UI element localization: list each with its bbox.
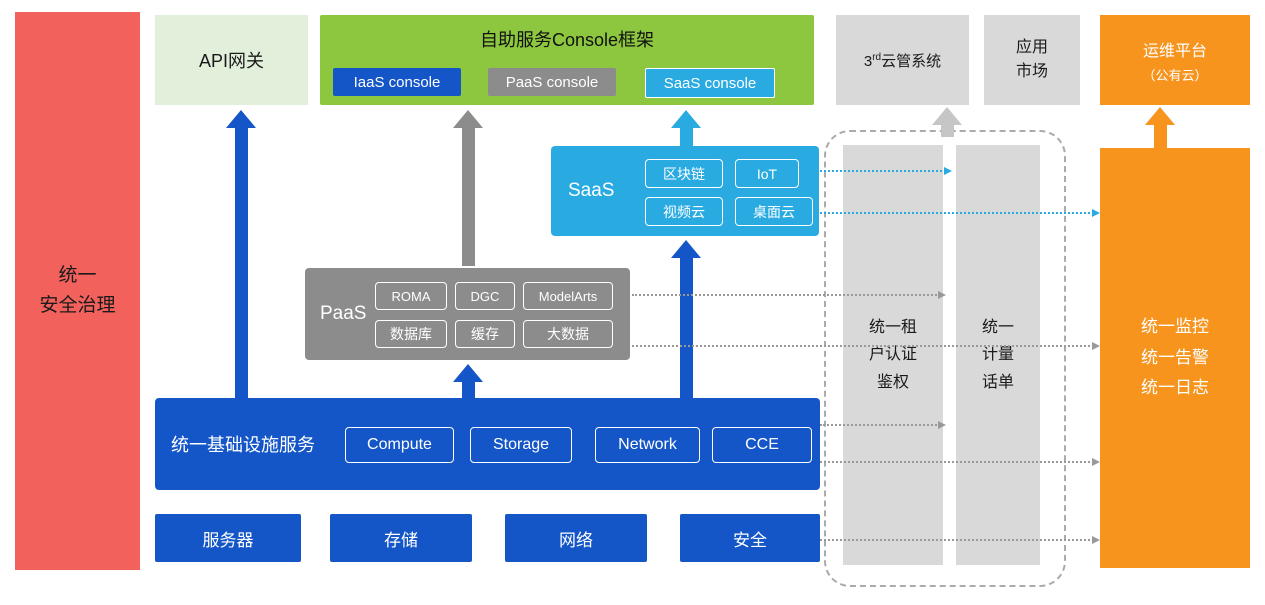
- connector-saas-to-monitor: [820, 209, 1100, 217]
- arrow-up-to-om-platform-icon: [1145, 107, 1175, 148]
- arrow-head: [932, 107, 962, 125]
- arrow-right-icon: [1092, 209, 1100, 217]
- arrow-right-icon: [1092, 342, 1100, 350]
- iaas-box: 统一基础设施服务 Compute Storage Network CCE: [155, 398, 820, 490]
- app-market-box: 应用 市场: [984, 15, 1080, 105]
- saas-item-iot: IoT: [735, 159, 799, 188]
- hardware-box-network: 网络: [505, 514, 647, 562]
- paas-item-cache: 缓存: [455, 320, 515, 348]
- arrow-head: [453, 110, 483, 128]
- om-platform-box: 运维平台 （公有云）: [1100, 15, 1250, 105]
- arrow-up-saas-to-console-icon: [671, 110, 701, 146]
- paas-box: PaaS ROMA DGC ModelArts 数据库 缓存 大数据: [305, 268, 630, 360]
- arrow-shaft: [679, 128, 693, 146]
- arrow-shaft: [1153, 125, 1167, 148]
- connector-iaas-to-monitor: [820, 458, 1100, 466]
- third-party-cloud-box: 3rd云管系统: [836, 15, 969, 105]
- arrow-up-iaas-to-api-gateway-icon: [226, 110, 256, 398]
- om-platform-subtitle: （公有云）: [1142, 67, 1208, 83]
- iaas-item-cce: CCE: [712, 427, 812, 463]
- arrow-right-icon: [938, 291, 946, 299]
- paas-item-bigdata: 大数据: [523, 320, 613, 348]
- arrow-shaft: [940, 125, 954, 137]
- paas-console-chip: PaaS console: [488, 68, 616, 96]
- iaas-console-chip: IaaS console: [333, 68, 461, 96]
- arrow-up-paas-to-console-icon: [453, 110, 483, 266]
- saas-console-chip: SaaS console: [645, 68, 775, 98]
- saas-item-blockchain: 区块链: [645, 159, 723, 188]
- metering-bar: 统一 计量 话单: [956, 145, 1040, 565]
- arrow-shaft: [461, 128, 475, 266]
- paas-title: PaaS: [320, 303, 367, 324]
- arrow-shaft: [461, 382, 475, 398]
- paas-item-modelarts: ModelArts: [523, 282, 613, 310]
- api-gateway-box: API网关: [155, 15, 308, 105]
- arrow-up-iaas-to-saas-icon: [671, 240, 701, 398]
- connector-paas-to-monitor: [632, 342, 1100, 350]
- arrow-head: [226, 110, 256, 128]
- hardware-box-server: 服务器: [155, 514, 301, 562]
- arrow-head: [1145, 107, 1175, 125]
- paas-item-roma: ROMA: [375, 282, 447, 310]
- arrow-head: [671, 240, 701, 258]
- security-governance-bar: 统一 安全治理: [15, 12, 140, 570]
- console-framework-title: 自助服务Console框架: [479, 30, 655, 50]
- iaas-item-compute: Compute: [345, 427, 454, 463]
- arrow-up-iaas-to-paas-icon: [453, 364, 483, 398]
- arrow-up-to-third-party-icon: [932, 107, 962, 137]
- arrow-head: [671, 110, 701, 128]
- arrow-right-icon: [944, 167, 952, 175]
- saas-title: SaaS: [568, 180, 615, 201]
- saas-box: SaaS 区块链 IoT 视频云 桌面云: [551, 146, 819, 236]
- connector-iaas-to-metering: [820, 421, 946, 429]
- auth-bar: 统一租 户认证 鉴权: [843, 145, 943, 565]
- arrow-head: [453, 364, 483, 382]
- paas-item-dgc: DGC: [455, 282, 515, 310]
- arrow-shaft: [679, 258, 693, 398]
- saas-item-video-cloud: 视频云: [645, 197, 723, 226]
- arrow-right-icon: [1092, 536, 1100, 544]
- arrow-right-icon: [1092, 458, 1100, 466]
- third-party-cloud-label-sup: rd: [872, 51, 882, 63]
- monitor-bar: 统一监控 统一告警 统一日志: [1100, 148, 1250, 568]
- connector-hardware-to-monitor: [820, 536, 1100, 544]
- third-party-cloud-label: 3rd云管系统: [864, 50, 941, 71]
- arrow-shaft: [234, 128, 248, 398]
- third-party-cloud-label-base: 3: [863, 52, 873, 70]
- hardware-box-security: 安全: [680, 514, 820, 562]
- third-party-cloud-label-rest: 云管系统: [881, 52, 942, 70]
- om-platform-title: 运维平台: [1142, 42, 1207, 60]
- connector-saas-to-auth: [820, 167, 952, 175]
- console-framework-box: 自助服务Console框架 IaaS console PaaS console …: [320, 15, 814, 105]
- arrow-right-icon: [938, 421, 946, 429]
- connector-paas-to-metering: [632, 291, 946, 299]
- paas-item-database: 数据库: [375, 320, 447, 348]
- iaas-item-storage: Storage: [470, 427, 572, 463]
- hardware-box-storage: 存储: [330, 514, 472, 562]
- saas-item-desktop-cloud: 桌面云: [735, 197, 813, 226]
- iaas-title: 统一基础设施服务: [171, 435, 315, 455]
- iaas-item-network: Network: [595, 427, 700, 463]
